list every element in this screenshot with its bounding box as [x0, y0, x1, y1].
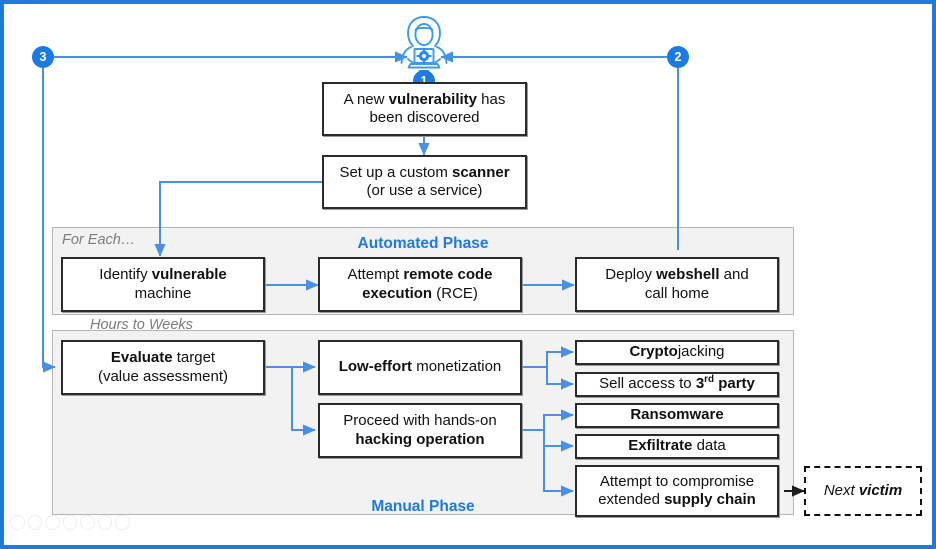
node-vulnerability-discovered[interactable]: A new vulnerability has been discovered — [322, 82, 527, 136]
crypto-bold: Crypto — [629, 343, 678, 361]
node-deploy-webshell[interactable]: Deploy webshell and call home — [575, 257, 779, 312]
webshell-line1-bold: webshell — [656, 266, 720, 284]
scanner-line2: (or use a service) — [366, 182, 483, 199]
hours-to-weeks-label: Hours to Weeks — [90, 317, 193, 333]
vuln-line2: been discovered — [369, 109, 480, 126]
supply-line1: Attempt to compromise — [599, 472, 755, 490]
ransomware-bold: Ransomware — [630, 406, 724, 424]
identify-line1-bold: vulnerable — [151, 266, 227, 284]
evaluate-line1-post: target — [172, 349, 216, 367]
node-setup-scanner[interactable]: Set up a custom scanner (or use a servic… — [322, 155, 527, 209]
rce-line2-bold: execution — [362, 284, 433, 302]
sell-bold-num: 3 — [695, 375, 705, 393]
exfil-bold: Exfiltrate — [628, 437, 693, 455]
supply-line2-pre: extended — [598, 491, 665, 508]
node-ransomware[interactable]: Ransomware — [575, 403, 779, 428]
sell-bold-rest: party — [714, 375, 755, 393]
nextvictim-bold: victim — [858, 481, 903, 499]
watermark-dots — [10, 512, 131, 532]
loweffort-bold: Low-effort — [338, 358, 413, 376]
webshell-line1-pre: Deploy — [605, 266, 657, 284]
sell-pre: Sell access to — [599, 375, 696, 393]
node-cryptojacking[interactable]: Cryptojacking — [575, 340, 779, 365]
exfil-rest: data — [692, 437, 726, 455]
rce-line1-bold: remote code — [403, 266, 493, 284]
node-exfiltrate-data[interactable]: Exfiltrate data — [575, 434, 779, 459]
node-identify-vulnerable-machine[interactable]: Identify vulnerable machine — [61, 257, 265, 312]
scanner-line1-pre: Set up a custom — [339, 163, 452, 181]
node-evaluate-target[interactable]: Evaluate target (value assessment) — [61, 340, 265, 395]
identify-line2: machine — [134, 284, 192, 302]
node-supply-chain[interactable]: Attempt to compromise extended supply ch… — [575, 465, 779, 517]
vuln-line1-bold: vulnerability — [388, 90, 478, 108]
automated-phase-title: Automated Phase — [357, 235, 489, 252]
crypto-rest: jacking — [677, 343, 725, 361]
supply-line2-bold: supply chain — [664, 491, 756, 508]
node-sell-access[interactable]: Sell access to 3rd party — [575, 372, 779, 397]
evaluate-line2: (value assessment) — [97, 367, 229, 385]
step-marker-2: 2 — [667, 46, 689, 68]
node-next-victim[interactable]: Next victim — [804, 466, 922, 516]
handson-line1: Proceed with hands-on — [343, 412, 497, 430]
identify-line1-pre: Identify — [99, 266, 152, 284]
step-marker-3: 3 — [32, 46, 54, 68]
scanner-line1-bold: scanner — [452, 163, 510, 181]
vuln-line1-post: has — [477, 90, 506, 108]
nextvictim-pre: Next — [823, 481, 859, 499]
loweffort-post: monetization — [412, 358, 502, 376]
for-each-label: For Each… — [62, 232, 136, 248]
webshell-line2: call home — [644, 284, 710, 302]
node-low-effort-monetization[interactable]: Low-effort monetization — [318, 340, 522, 395]
rce-line1-pre: Attempt — [347, 266, 404, 284]
sell-bold-sup: rd — [704, 374, 715, 386]
manual-phase-title: Manual Phase — [371, 498, 475, 515]
evaluate-line1-bold: Evaluate — [110, 349, 173, 367]
handson-line2-bold: hacking operation — [355, 430, 485, 448]
webshell-line1-post: and — [719, 266, 749, 284]
rce-line2-post: (RCE) — [432, 284, 478, 302]
node-hands-on-hacking[interactable]: Proceed with hands-on hacking operation — [318, 403, 522, 458]
vuln-line1-pre: A new — [343, 90, 389, 108]
hacker-with-laptop-icon — [394, 13, 454, 75]
node-attempt-rce[interactable]: Attempt remote code execution (RCE) — [318, 257, 522, 312]
